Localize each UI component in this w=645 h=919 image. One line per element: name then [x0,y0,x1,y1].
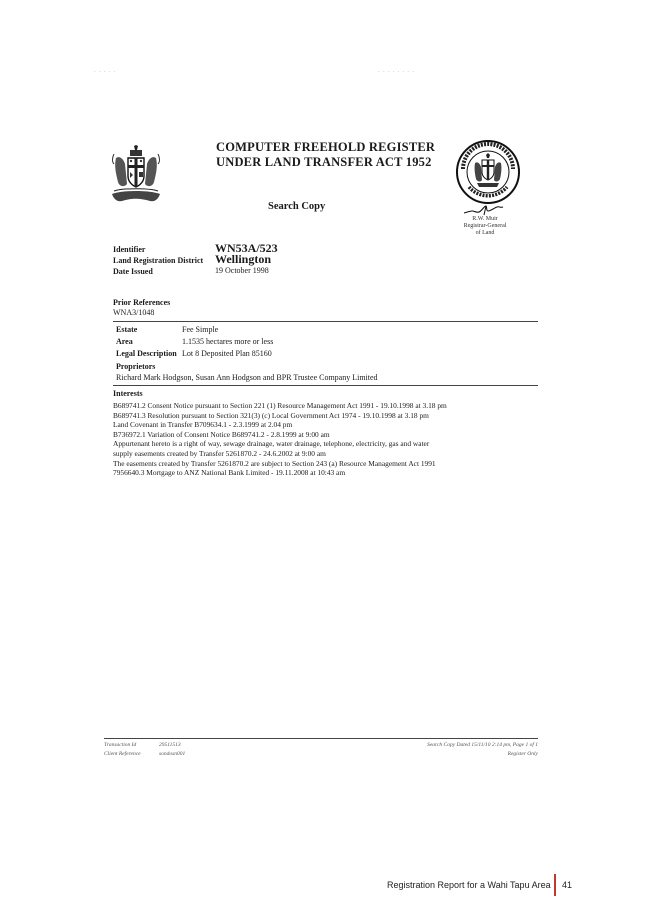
area-value: 1.1535 hectares more or less [182,337,274,346]
interest-line: B689741.2 Consent Notice pursuant to Sec… [113,401,447,410]
proprietors-label: Proprietors [116,362,156,371]
client-reference-value: sondosn001 [159,751,186,757]
registrar-general-seal-icon [456,140,520,204]
interests-list: B689741.2 Consent Notice pursuant to Sec… [113,401,447,478]
interests-label: Interests [113,389,143,398]
prior-references-value: WNA3/1048 [113,308,155,317]
scan-artifact: - - - - - - - - [378,70,416,75]
prior-references-label: Prior References [113,298,171,307]
estate-label: Estate [116,325,138,334]
search-copy-dated: Search Copy Dated 15/11/10 2:14 pm, Page… [427,742,538,748]
estate-value: Fee Simple [182,325,219,334]
document-footer-left: Transaction Id 29511513 Client Reference s… [104,741,185,759]
legal-description-label: Legal Description [116,349,177,358]
transaction-id-label: Transaction Id [104,742,137,748]
registrar-of-land: of Land [475,230,495,236]
interest-line: B736972.1 Variation of Consent Notice B6… [113,429,330,439]
identifier-label: Identifier [113,245,146,254]
registrar-block: R.W. Muir Registrar-General of Land [440,216,530,237]
signature-icon [463,205,504,216]
register-title-line2: UNDER LAND TRANSFER ACT 1952 [216,155,432,169]
interest-line: Appurtenant hereto is a right of way, se… [113,439,430,449]
date-issued-label: Date Issued [113,267,153,276]
area-label: Area [116,337,133,346]
interest-line: The easements created by Transfer 526187… [113,458,436,468]
transaction-id-value: 29511513 [159,742,181,748]
client-reference-label: Client Reference [104,751,141,757]
scan-artifact: - - - - - [94,70,117,75]
report-footer-title: Registration Report for a Wahi Tapu Area [387,880,551,890]
date-issued-value: 19 October 1998 [215,266,269,275]
divider [113,385,538,386]
page-number: 41 [562,880,573,890]
interest-line: supply easements created by Transfer 526… [113,448,326,458]
register-only-label: Register Only [507,751,538,757]
register-title-line1: COMPUTER FREEHOLD REGISTER [216,140,436,154]
search-copy-label: Search Copy [268,201,326,212]
register-title: COMPUTER FREEHOLD REGISTER UNDER LAND TR… [216,140,435,170]
registrar-title: Registrar-General [463,223,507,229]
district-label: Land Registration District [113,256,204,265]
legal-description-value: Lot 8 Deposited Plan 85160 [182,349,272,358]
coat-of-arms-icon [112,145,160,202]
report-footer-divider [554,874,556,896]
identifier-value: WN53A/523 [215,241,278,255]
interest-line: B689741.3 Resolution pursuant to Section… [113,410,429,420]
registrar-name: R.W. Muir [472,216,498,222]
divider [113,321,538,322]
footer-divider [104,738,538,739]
interest-line: Land Covenant in Transfer B709634.1 - 2.… [113,420,293,430]
document-footer-right: Search Copy Dated 15/11/10 2:14 pm, Page… [427,741,538,759]
proprietors-value: Richard Mark Hodgson, Susan Ann Hodgson … [116,373,378,382]
interest-line: 7956640.3 Mortgage to ANZ National Bank … [113,468,346,478]
district-value: Wellington [215,252,272,266]
